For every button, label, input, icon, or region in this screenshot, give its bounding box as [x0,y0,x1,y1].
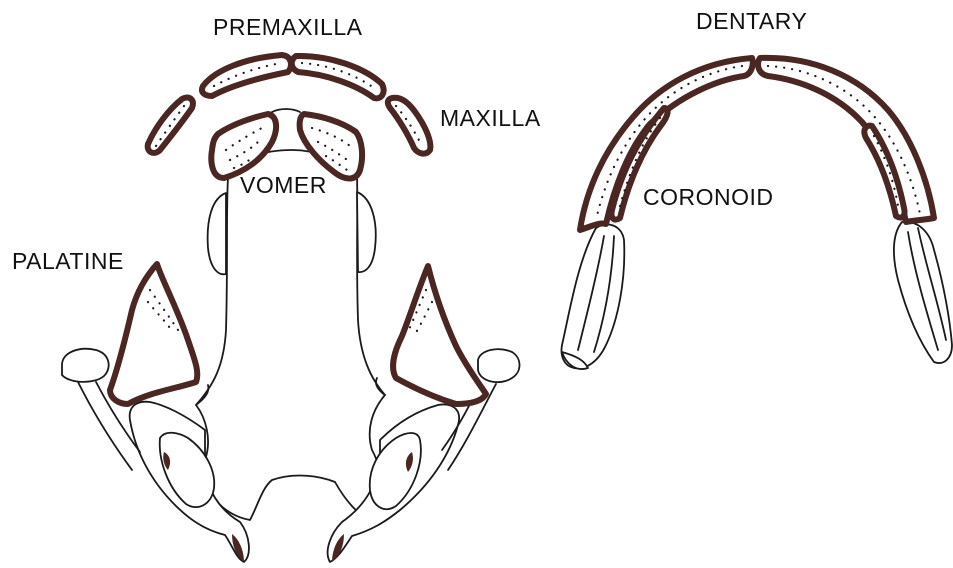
right-palatine [393,266,486,404]
right-maxilla [388,98,431,154]
label-vomer: VOMER [240,172,327,199]
left-quadrate [62,349,109,382]
right-premaxilla [292,56,384,98]
left-articular [562,224,625,368]
right-quadrate [478,349,520,382]
label-dentary: DENTARY [696,8,807,35]
right-dentary [758,58,934,222]
left-lateral-lobe [208,193,226,274]
label-maxilla: MAXILLA [440,105,541,132]
label-coronoid: CORONOID [643,184,774,211]
vomer-junction [272,109,300,112]
left-premaxilla [202,55,291,96]
label-palatine: PALATINE [12,248,124,275]
right-articular [894,222,952,363]
label-premaxilla: PREMAXILLA [213,14,362,41]
right-lateral-lobe [357,192,376,272]
lower-jaw-view [562,58,953,369]
left-palatine [110,264,197,404]
